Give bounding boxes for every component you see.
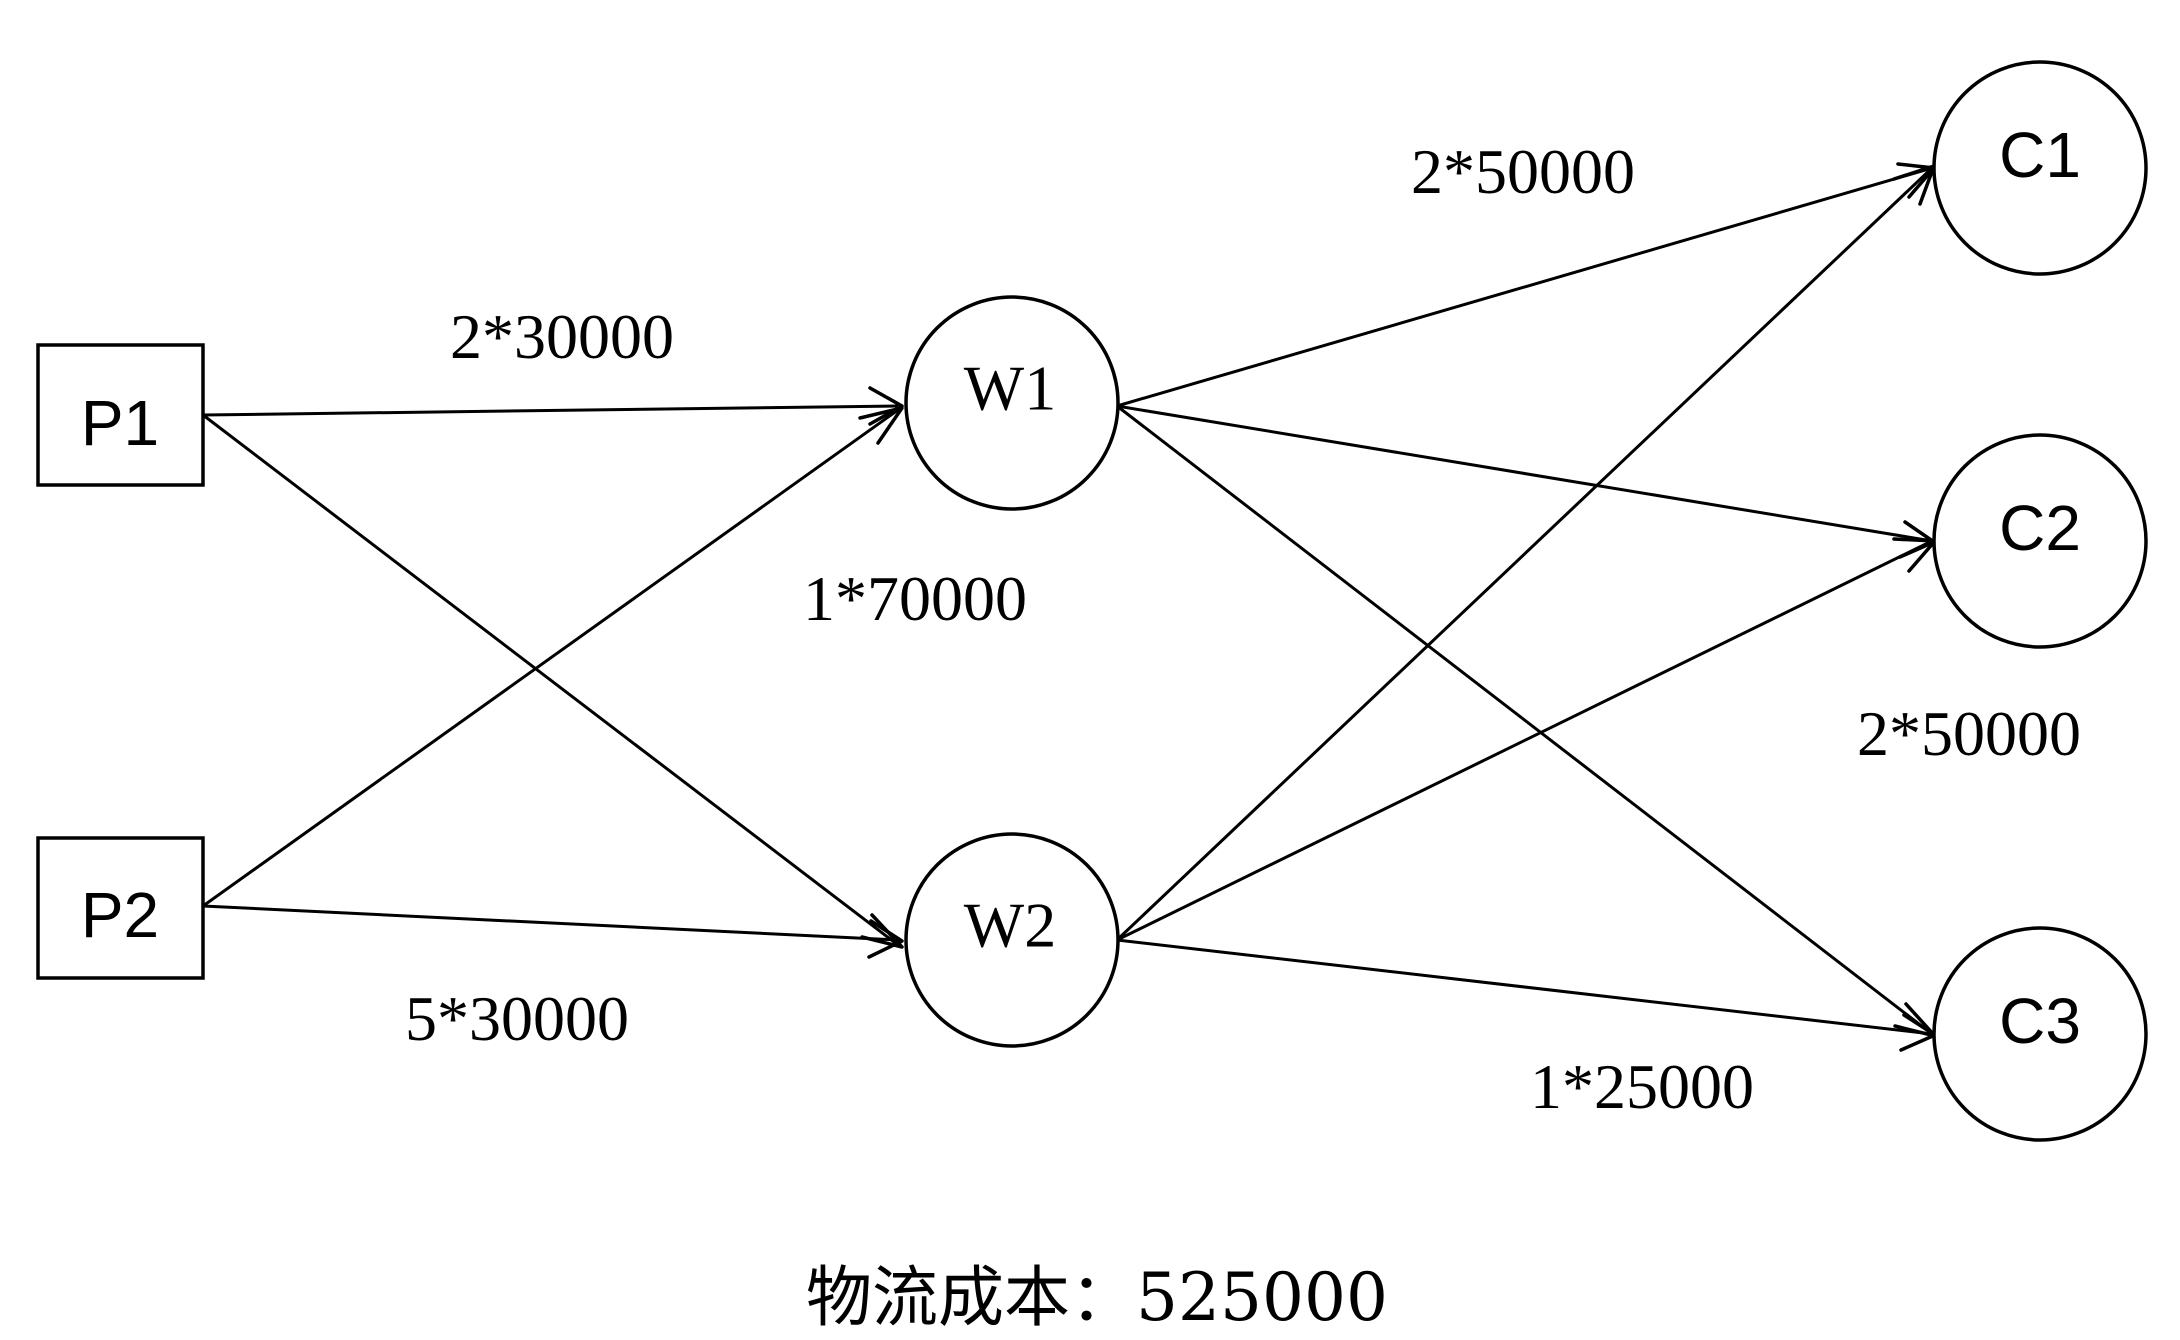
edge-label-w1-c1: 2*50000: [1411, 136, 1635, 207]
node-w1-circle: [904, 295, 1120, 511]
node-p2-label: P2: [81, 879, 159, 951]
node-w2-label: W2: [964, 890, 1056, 961]
edge-w1-c3: [1116, 404, 1933, 1036]
edge-p2-w1: [202, 408, 899, 908]
arrowhead-p2-w1: [858, 406, 904, 445]
edge-w2-c1: [1115, 166, 1934, 942]
node-w1-label: W1: [964, 353, 1056, 424]
edge-w2-c3: [1116, 938, 1933, 1036]
node-c1-label: C1: [1999, 119, 2081, 191]
edge-label-w1-c3: 2*50000: [1857, 698, 2081, 769]
edge-w1-c2: [1116, 404, 1933, 543]
node-p1-label: P1: [81, 387, 159, 459]
edge-p1-w1: [202, 404, 899, 417]
arrowhead-p2-w2: [867, 919, 904, 959]
edge-labels: 2*30000 1*70000 5*30000 2*50000 2*50000 …: [405, 136, 2081, 1122]
edge-label-p2-w1: 1*70000: [803, 563, 1027, 634]
node-c2-circle: [1932, 433, 2148, 649]
node-c2-label: C2: [1999, 492, 2081, 564]
logistics-cost-total: 物流成本：525000: [806, 1259, 1388, 1336]
edge-label-p2-w2: 5*30000: [405, 983, 629, 1054]
arrowhead-p1-w1: [868, 386, 904, 426]
edge-w1-c1: [1116, 166, 1933, 408]
node-c3-label: C3: [1999, 985, 2081, 1057]
node-w2-circle: [904, 832, 1120, 1048]
node-c1-circle: [1932, 60, 2148, 276]
nodes: P1 P2 W1 W2 C1 C2 C3: [36, 60, 2148, 1142]
edge-label-w2-c3: 1*25000: [1530, 1051, 1754, 1122]
edge-p2-w2: [202, 904, 899, 942]
edge-label-p1-w1: 2*30000: [450, 301, 674, 372]
node-p1-box: [36, 343, 205, 487]
edge-w2-c2: [1116, 539, 1933, 942]
edge-p1-w2: [202, 413, 899, 947]
node-p2-box: [36, 836, 205, 980]
node-c3-circle: [1932, 926, 2148, 1142]
edges: [202, 162, 1937, 1052]
